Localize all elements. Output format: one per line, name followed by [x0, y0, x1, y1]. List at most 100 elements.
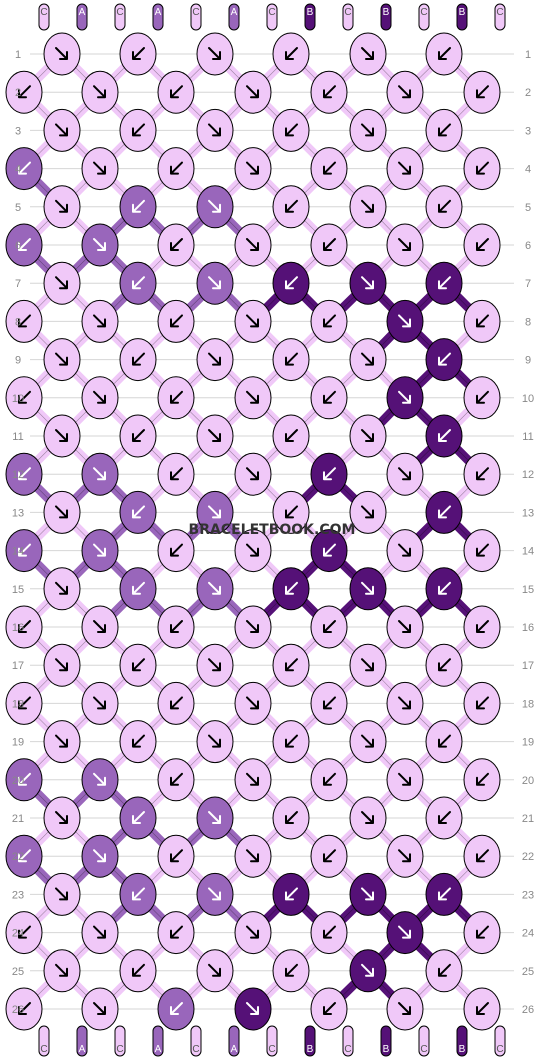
- knot: [272, 796, 310, 840]
- watermark: BRACELETBOOK.COM: [189, 522, 356, 538]
- arrow-down-left-icon: [323, 925, 336, 939]
- knot: [157, 529, 195, 573]
- knot: [196, 108, 234, 152]
- arrow-down-left-icon: [285, 429, 298, 442]
- row-number-right: 21: [522, 813, 534, 825]
- knot: [43, 414, 81, 458]
- arrow-down-left-icon: [285, 581, 298, 595]
- arrow-down-left-icon: [170, 85, 183, 99]
- strand-label-bottom: C: [40, 1044, 47, 1055]
- row-number-left: 22: [12, 851, 24, 863]
- arrow-down-left-icon: [18, 620, 31, 633]
- arrow-down-left-icon: [323, 849, 336, 863]
- strand-label-top: C: [344, 7, 351, 18]
- knot: [43, 872, 81, 916]
- row-number-right: 3: [525, 125, 531, 137]
- knot: [310, 70, 348, 114]
- knot: [272, 949, 310, 993]
- arrow-down-left-icon: [476, 925, 489, 939]
- knot: [157, 376, 195, 420]
- row-number-left: 17: [12, 660, 24, 672]
- strand-label-bottom: B: [459, 1044, 466, 1055]
- row-number-right: 9: [525, 355, 531, 367]
- arrow-down-left-icon: [438, 123, 451, 137]
- arrow-down-left-icon: [438, 581, 451, 595]
- row-number-left: 18: [12, 698, 24, 710]
- arrow-down-right-icon: [93, 620, 106, 633]
- knot: [349, 643, 387, 687]
- arrow-down-left-icon: [323, 314, 336, 328]
- knot: [425, 949, 463, 993]
- strand-end-top: [38, 3, 50, 31]
- knot: [119, 720, 157, 764]
- arrow-down-left-icon: [285, 963, 298, 977]
- knot: [157, 605, 195, 649]
- arrow-down-right-icon: [93, 543, 106, 557]
- knot: [234, 834, 272, 878]
- arrow-down-left-icon: [132, 811, 145, 824]
- arrow-down-right-icon: [361, 963, 374, 977]
- knot: [119, 32, 157, 76]
- arrow-down-left-icon: [18, 849, 31, 863]
- arrow-down-right-icon: [93, 85, 106, 99]
- knot: [234, 911, 272, 955]
- knot: [5, 758, 43, 802]
- strand-end-top: [494, 3, 506, 31]
- arrow-down-right-icon: [246, 161, 259, 175]
- knot: [349, 261, 387, 305]
- knot: [157, 452, 195, 496]
- arrow-down-left-icon: [438, 887, 451, 901]
- knot: [425, 490, 463, 534]
- strand-end-top: [76, 3, 88, 31]
- knot: [463, 147, 501, 191]
- arrow-down-right-icon: [208, 429, 221, 442]
- knot: [310, 223, 348, 267]
- row-number-right: 8: [525, 316, 531, 328]
- arrow-down-right-icon: [93, 161, 106, 175]
- arrow-down-left-icon: [170, 543, 183, 557]
- arrow-down-right-icon: [398, 238, 411, 251]
- arrow-down-right-icon: [55, 429, 68, 442]
- knot: [310, 452, 348, 496]
- arrow-down-right-icon: [246, 620, 259, 633]
- arrow-down-left-icon: [132, 123, 145, 137]
- arrow-down-left-icon: [285, 352, 298, 366]
- arrow-down-right-icon: [398, 772, 411, 786]
- arrow-down-right-icon: [93, 849, 106, 863]
- arrow-down-right-icon: [208, 276, 221, 290]
- arrow-down-left-icon: [438, 199, 451, 213]
- knot: [425, 414, 463, 458]
- row-number-left: 3: [15, 125, 21, 137]
- knot: [81, 452, 119, 496]
- knot: [386, 376, 424, 420]
- knot: [349, 108, 387, 152]
- knot: [81, 987, 119, 1031]
- arrow-down-right-icon: [208, 963, 221, 977]
- row-number-right: 11: [522, 431, 533, 443]
- knot: [310, 681, 348, 725]
- arrow-down-right-icon: [361, 123, 374, 137]
- knot: [272, 490, 310, 534]
- knot: [119, 872, 157, 916]
- arrow-down-left-icon: [132, 352, 145, 366]
- row-number-right: 6: [525, 240, 531, 252]
- arrow-down-left-icon: [285, 199, 298, 213]
- knot: [272, 567, 310, 611]
- row-number-right: 7: [525, 278, 531, 290]
- arrow-down-left-icon: [323, 1002, 336, 1015]
- row-number-right: 12: [522, 469, 534, 481]
- row-number-right: 23: [522, 889, 534, 901]
- arrow-down-right-icon: [398, 467, 411, 481]
- row-number-left: 7: [15, 278, 21, 290]
- arrow-down-right-icon: [398, 543, 411, 557]
- arrow-down-right-icon: [398, 390, 411, 404]
- strand-label-top: B: [307, 7, 314, 18]
- knot: [386, 681, 424, 725]
- arrow-down-left-icon: [476, 849, 489, 863]
- knot: [310, 147, 348, 191]
- strand-label-bottom: C: [192, 1044, 199, 1055]
- arrow-down-left-icon: [285, 887, 298, 901]
- arrow-down-left-icon: [323, 543, 336, 557]
- strand-end-top: [114, 3, 126, 31]
- arrow-down-left-icon: [18, 85, 31, 99]
